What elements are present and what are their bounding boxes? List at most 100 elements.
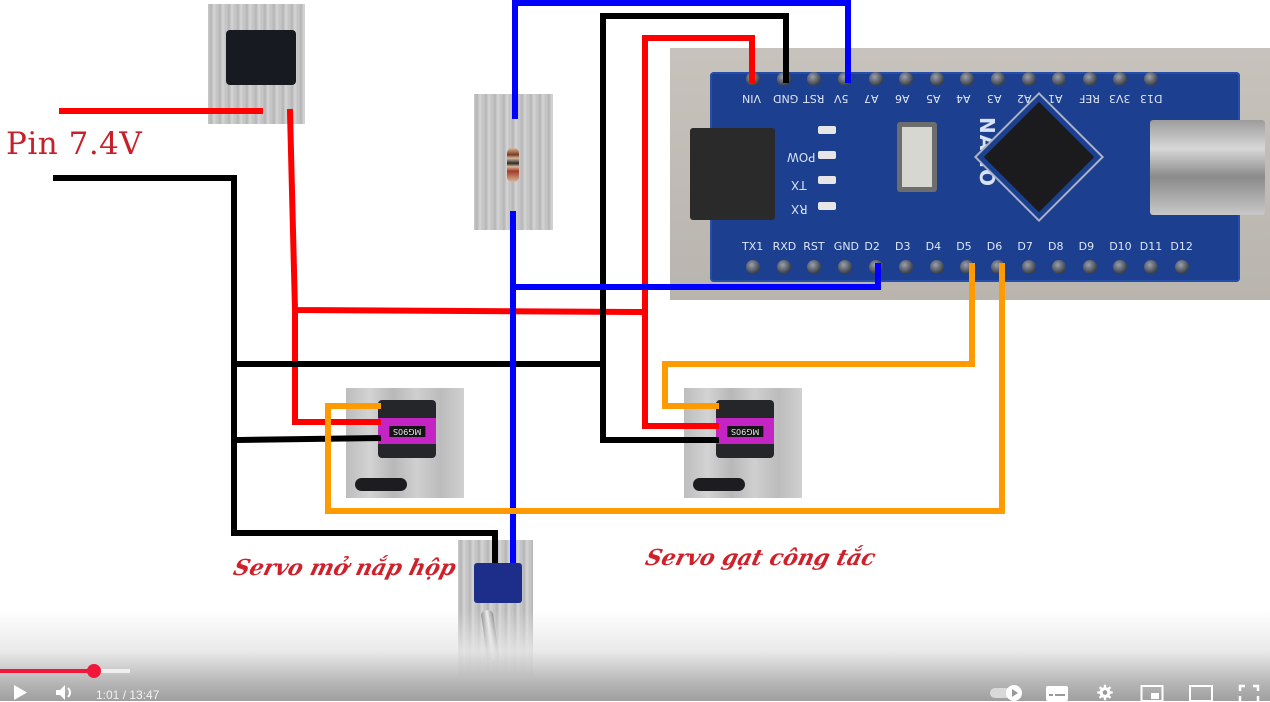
- play-icon: [14, 685, 27, 700]
- autoplay-toggle[interactable]: [988, 684, 1024, 701]
- pin-d7: [1013, 252, 1044, 282]
- pin-hole: [807, 72, 822, 86]
- subtitles-icon: [1046, 686, 1068, 701]
- pin-label: 5V: [833, 92, 849, 105]
- progress-played: [0, 669, 94, 673]
- pin-hole: [746, 72, 761, 86]
- resistor: [507, 148, 519, 182]
- pin-label: D6: [986, 240, 1003, 253]
- pin-ref: [1075, 64, 1106, 94]
- pin-d11: [1136, 252, 1167, 282]
- pin-rst: [799, 252, 830, 282]
- servo-model-label-lid: MG90S: [378, 418, 436, 444]
- pin-hole: [1144, 72, 1159, 86]
- pin-hole: [899, 260, 914, 274]
- pin-label: REF: [1078, 92, 1100, 105]
- pin-label: 3V3: [1109, 92, 1131, 105]
- pin-5v: [830, 64, 861, 94]
- servo-arm-lid: [355, 478, 407, 491]
- pin-hole: [1082, 260, 1097, 274]
- pin-a7: [860, 64, 891, 94]
- pin-label: TX1: [742, 240, 764, 253]
- pin-hole: [1113, 72, 1128, 86]
- pin-hole: [991, 260, 1006, 274]
- pin-label: RST: [803, 240, 825, 253]
- pin-tx1: [738, 252, 769, 282]
- volume-icon: [56, 685, 71, 700]
- pin-label: D3: [895, 240, 911, 253]
- usb-port: [1150, 120, 1265, 215]
- miniplayer-button[interactable]: [1140, 684, 1164, 701]
- pin-d3: [891, 252, 922, 282]
- pin-label: D4: [925, 240, 942, 253]
- pin-d5: [952, 252, 983, 282]
- pin-label: D8: [1048, 240, 1064, 253]
- pin-hole: [960, 72, 975, 86]
- pin-label: A5: [925, 92, 941, 105]
- pin-hole: [929, 260, 944, 274]
- pin-label: RST: [803, 92, 825, 105]
- pin-label: D5: [956, 240, 972, 253]
- pin-d4: [922, 252, 953, 282]
- led-label-pow: POW: [787, 150, 816, 164]
- pin-gnd: [769, 64, 800, 94]
- pin-hole: [899, 72, 914, 86]
- progress-scrubber[interactable]: [86, 664, 101, 678]
- theater-mode-button[interactable]: [1188, 684, 1214, 701]
- led: [818, 176, 836, 184]
- pin-vin: [738, 64, 769, 94]
- top-pin-header: [738, 64, 1166, 94]
- pin-label: RXD: [772, 240, 797, 253]
- led-label-rx: RX: [791, 202, 808, 216]
- pin-hole: [1052, 260, 1067, 274]
- icsp-header: [690, 128, 775, 220]
- pin-hole: [1082, 72, 1097, 86]
- player-controls-overlay: [0, 610, 1270, 701]
- pin-a3: [983, 64, 1014, 94]
- pin-d9: [1075, 252, 1106, 282]
- pin-label: GND: [772, 92, 798, 105]
- led: [818, 151, 836, 159]
- toggle-switch-body: [474, 563, 522, 603]
- pin-d13: [1136, 64, 1167, 94]
- pin-gnd: [830, 252, 861, 282]
- pin-hole: [1021, 72, 1036, 86]
- pin-hole: [991, 72, 1006, 86]
- pin-label: A3: [986, 92, 1002, 105]
- pin-a2: [1013, 64, 1044, 94]
- pin-d8: [1044, 252, 1075, 282]
- servo-switch-label: Servo gạt công tắc: [642, 545, 879, 571]
- volume-button[interactable]: [54, 684, 78, 701]
- pin-a5: [922, 64, 953, 94]
- led: [818, 126, 836, 134]
- pin-a6: [891, 64, 922, 94]
- pin-hole: [1052, 72, 1067, 86]
- pin-rst: [799, 64, 830, 94]
- pin-label: D12: [1170, 240, 1193, 253]
- led-label-tx: TX: [791, 178, 807, 192]
- pin-a1: [1044, 64, 1075, 94]
- theater-icon: [1189, 685, 1213, 701]
- pin-label: A6: [895, 92, 910, 105]
- pin-label: VIN: [742, 92, 761, 105]
- pin-hole: [868, 260, 883, 274]
- settings-button[interactable]: [1094, 684, 1116, 701]
- pin-label: A2: [1017, 92, 1032, 105]
- pin-hole: [838, 260, 853, 274]
- gear-icon: [1097, 684, 1113, 701]
- play-button[interactable]: [10, 684, 30, 701]
- servo-lid-label: Servo mở nắp hộp: [230, 555, 459, 581]
- led: [818, 202, 836, 210]
- pin-label: D2: [864, 240, 880, 253]
- autoplay-toggle-icon: [990, 685, 1022, 701]
- wire-battery-negative: [53, 175, 498, 563]
- pin-hole: [746, 260, 761, 274]
- pin-label: D13: [1139, 92, 1163, 105]
- rocker-switch: [226, 30, 296, 85]
- pin-label: A4: [956, 92, 971, 105]
- pin-label: A7: [864, 92, 879, 105]
- pin-hole: [838, 72, 853, 86]
- subtitles-button[interactable]: [1045, 684, 1069, 701]
- fullscreen-button[interactable]: [1238, 684, 1260, 701]
